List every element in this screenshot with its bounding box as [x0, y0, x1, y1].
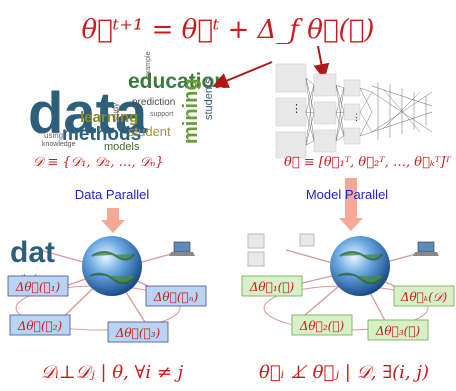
- word-cloud-main: data: [28, 81, 148, 146]
- right-box-2-text: Δθ⃗₂(𝒟): [299, 319, 345, 333]
- right-box-4: Δθ⃗ₖ(𝒟): [393, 285, 455, 307]
- word-students: students: [203, 78, 215, 120]
- left-box-3-text: Δθ⃗(𝒟₃): [115, 326, 161, 340]
- neural-network: ⋮ ⋮: [275, 63, 433, 159]
- globe-icon: [330, 236, 390, 296]
- left-box-2: Δθ⃗(𝒟₂): [9, 314, 71, 336]
- right-box-1-text: Δθ⃗₁(𝒟): [249, 280, 295, 294]
- word-education: education: [128, 70, 227, 93]
- laptop-icon: [173, 241, 191, 253]
- left-box-1: Δθ⃗(𝒟₁): [7, 275, 69, 297]
- svg-text:dat: dat: [10, 236, 55, 269]
- globe-icon: [82, 236, 142, 296]
- left-box-3: Δθ⃗(𝒟₃): [107, 321, 169, 343]
- left-box-2-text: Δθ⃗(𝒟₂): [17, 319, 63, 333]
- right-box-1: Δθ⃗₁(𝒟): [241, 275, 303, 297]
- svg-text:⋮: ⋮: [291, 102, 302, 115]
- word-knowledge: knowledge: [42, 141, 76, 148]
- word-student: student: [128, 124, 171, 139]
- word-cloud: data education learning methods student …: [28, 51, 227, 153]
- dataset-definition: 𝒟 ≡ {𝒟₁, 𝒟₂, …, 𝒟ₙ}: [33, 155, 164, 170]
- laptop-icon: [417, 241, 435, 253]
- arrow-to-model: [313, 45, 330, 80]
- model-parallel-arrow: [339, 178, 363, 231]
- word-prediction: prediction: [132, 97, 175, 108]
- left-box-1-text: Δθ⃗(𝒟₁): [15, 280, 61, 294]
- right-box-3: Δθ⃗₃(𝒟): [367, 319, 429, 341]
- left-box-4: Δθ⃗(𝒟ₙ): [145, 285, 207, 307]
- bottom-right-formula: θ⃗ᵢ ⊥̸ θ⃗ⱼ | 𝒟, ∃(i, j): [259, 362, 429, 383]
- model-parallel-label: Model Parallel: [306, 187, 388, 202]
- word-study: study: [111, 103, 120, 122]
- word-example: example: [145, 51, 152, 78]
- left-box-4-text: Δθ⃗(𝒟ₙ): [153, 290, 199, 304]
- bottom-left-formula: 𝒟ᵢ⊥𝒟ⱼ | θ, ∀i ≠ j: [41, 362, 184, 383]
- data-parallel-label: Data Parallel: [75, 187, 150, 202]
- word-models: models: [104, 141, 140, 153]
- word-support: support: [150, 111, 173, 118]
- model-definition: θ⃗ ≡ [θ⃗₁ᵀ, θ⃗₂ᵀ, …, θ⃗ₖᵀ]ᵀ: [284, 155, 451, 170]
- data-parallel-arrow: [101, 208, 125, 233]
- top-equation: θ⃗ᵗ⁺¹ = θ⃗ᵗ + Δ_f θ⃗(𝒟): [82, 15, 375, 45]
- word-mining: mining: [180, 78, 202, 144]
- right-box-4-text: Δθ⃗ₖ(𝒟): [400, 290, 448, 304]
- arrow-to-data: [212, 61, 273, 89]
- word-learning: learning: [80, 109, 138, 126]
- word-methods: methods: [62, 124, 141, 145]
- svg-text:⋮: ⋮: [352, 113, 361, 123]
- word-using: using: [44, 131, 63, 140]
- right-box-3-text: Δθ⃗₃(𝒟): [375, 324, 421, 338]
- right-box-2: Δθ⃗₂(𝒟): [291, 314, 353, 336]
